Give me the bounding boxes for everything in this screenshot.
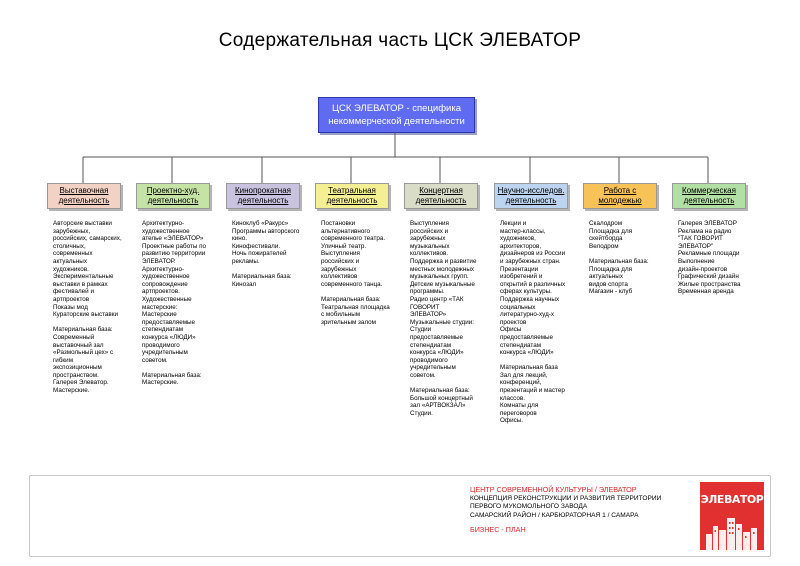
category-label: деятельность bbox=[505, 196, 557, 205]
category-label: деятельность bbox=[415, 196, 467, 205]
category-concerts: Концертная деятельность bbox=[404, 183, 478, 209]
category-label: Научно-исследов. bbox=[497, 186, 565, 195]
category-label: деятельность bbox=[326, 196, 378, 205]
root-node: ЦСК ЭЛЕВАТОР - специфика некоммерческой … bbox=[318, 97, 475, 133]
city-skyline-icon bbox=[706, 518, 757, 550]
root-node-line-2: некоммерческой деятельности bbox=[328, 116, 465, 127]
category-description: Постановки альтернативного современного … bbox=[321, 220, 390, 326]
category-label: Театральная bbox=[328, 186, 376, 195]
category-label: молодежью bbox=[598, 196, 642, 205]
category-theatre: Театральная деятельность bbox=[315, 183, 389, 209]
footer-text: ЦЕНТР СОВРЕМЕННОЙ КУЛЬТУРЫ / ЭЛЕВАТОР КО… bbox=[470, 485, 662, 535]
footer-line-1: КОНЦЕПЦИЯ РЕКОНСТРУКЦИИ И РАЗВИТИЯ ТЕРРИ… bbox=[470, 494, 662, 502]
category-label: Коммерческая bbox=[682, 186, 736, 195]
category-commercial: Коммерческая деятельность bbox=[672, 183, 746, 209]
category-description: Выступления российских и зарубежных музы… bbox=[410, 220, 477, 417]
category-description: Лекции и мастер-классы, художников, архи… bbox=[500, 220, 566, 425]
category-label: Кинопрокатная bbox=[234, 186, 292, 195]
footer-address: САМАРСКИЙ РАЙОН / КАРБЮРАТОРНАЯ 1 / САМА… bbox=[470, 511, 639, 519]
category-research: Научно-исследов. деятельность bbox=[494, 183, 568, 209]
category-exhibition: Выставочная деятельность bbox=[47, 183, 121, 209]
category-description: Скалодром Площадка для скейтборда Велодр… bbox=[589, 220, 649, 296]
root-node-line-1: ЦСК ЭЛЕВАТОР - специфика bbox=[331, 103, 461, 114]
category-label: деятельность bbox=[147, 196, 199, 205]
footer-doc-type: БИЗНЕС - ПЛАН bbox=[470, 525, 526, 535]
category-label: Выставочная bbox=[59, 186, 109, 195]
logo-wordmark: ЭЛЕВАТОР bbox=[700, 493, 764, 506]
category-label: деятельность bbox=[683, 196, 735, 205]
category-label: деятельность bbox=[58, 196, 110, 205]
category-youth: Работа с молодежью bbox=[583, 183, 657, 209]
category-cinema: Кинопрокатная деятельность bbox=[226, 183, 300, 209]
footer-line-2: ПЕРВОГО МУКОМОЛЬНОГО ЗАВОДА bbox=[470, 503, 588, 511]
page-title: Содержательная часть ЦСК ЭЛЕВАТОР bbox=[218, 30, 582, 51]
category-label: Проектно-худ. bbox=[146, 186, 200, 195]
category-label: деятельность bbox=[237, 196, 289, 205]
category-design-projects: Проектно-худ. деятельность bbox=[136, 183, 210, 209]
category-label: Работа с bbox=[603, 186, 637, 195]
category-description: Авторские выставки зарубежных, российски… bbox=[53, 220, 122, 395]
category-description: Галерея ЭЛЕВАТОР Реклама на радио "ТАК Г… bbox=[678, 220, 741, 296]
category-description: Архитектурно- художественное ателье «ЭЛЕ… bbox=[142, 220, 207, 387]
elevator-logo: ЭЛЕВАТОР bbox=[700, 482, 764, 550]
footer-panel: ЦЕНТР СОВРЕМЕННОЙ КУЛЬТУРЫ / ЭЛЕВАТОР КО… bbox=[29, 475, 771, 557]
footer-org: ЦЕНТР СОВРЕМЕННОЙ КУЛЬТУРЫ / ЭЛЕВАТОР bbox=[470, 485, 637, 494]
category-description: Киноклуб «Ракурс» Программы авторского к… bbox=[232, 220, 300, 288]
category-label: Концертная bbox=[419, 186, 463, 195]
